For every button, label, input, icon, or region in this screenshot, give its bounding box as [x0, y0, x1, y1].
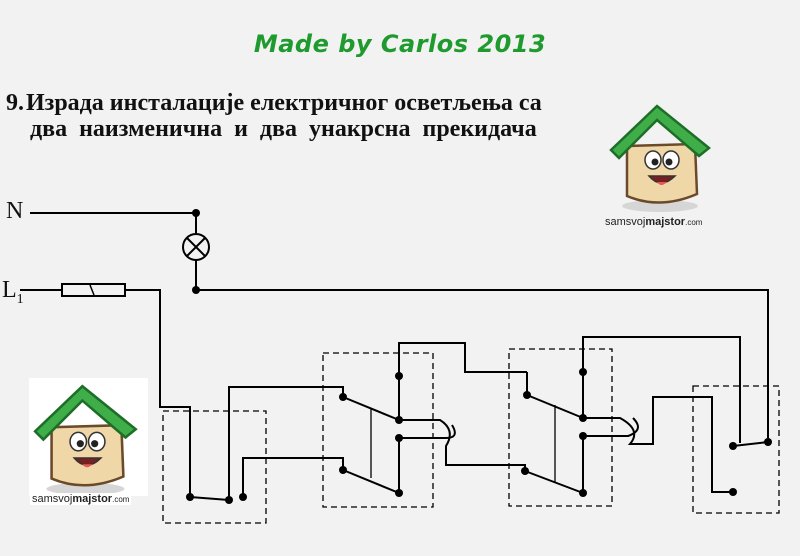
wire-s1-to-x1-bottom — [242, 457, 344, 497]
wire-s1-to-x1-top — [228, 386, 344, 500]
switch-1-lever — [189, 496, 230, 501]
lamp-cross-b — [186, 237, 206, 257]
line-label: L1 — [2, 277, 24, 308]
logo-text-plain: samsvoj — [32, 493, 73, 505]
cross-switch-2-box — [508, 348, 613, 507]
logo-text-suffix: .com — [112, 495, 130, 504]
title-line-2: два наизменична и два унакрсна прекидача — [30, 116, 537, 142]
logo-top-right: samsvojmajstor.com — [605, 98, 720, 233]
x1-contact-b — [342, 469, 400, 494]
cross-switch-1-box — [322, 352, 434, 508]
diagram-title: 9.Израда инсталације електричног осветље… — [6, 90, 606, 142]
wire-x1-to-x2-bottom — [399, 419, 526, 471]
line-label-sub: 1 — [16, 291, 24, 307]
logo-bottom-left: samsvojmajstor.com — [28, 378, 153, 513]
wire-x1-to-x2-top — [398, 342, 527, 376]
junction-dots — [186, 209, 772, 504]
line-label-main: L — [2, 277, 17, 303]
house-mascot-icon — [609, 104, 711, 212]
wire-x2-to-s2-top — [582, 336, 741, 443]
logo-text-bold: majstor — [72, 493, 113, 505]
wire-x1-crossover — [399, 424, 456, 439]
logo-wordmark: samsvojmajstor.com — [30, 493, 132, 505]
neutral-label: N — [6, 198, 24, 224]
lamp-return-wire — [195, 260, 769, 442]
title-number: 9. — [6, 90, 24, 116]
neutral-wire — [30, 212, 197, 233]
logo-text-plain: samsvoj — [605, 216, 646, 228]
logo-text-bold: majstor — [645, 216, 686, 228]
l1-feed-wire — [125, 289, 191, 497]
house-mascot-icon — [29, 378, 153, 500]
title-line-1: Израда инсталације електричног осветљења… — [26, 90, 542, 116]
author-credit: Made by Carlos 2013 — [253, 30, 547, 58]
wire-x2-to-s2-bottom — [583, 396, 733, 493]
switch-2-lever — [732, 441, 769, 447]
logo-wordmark: samsvojmajstor.com — [605, 216, 702, 228]
two-way-switch-1-box — [162, 410, 267, 524]
wire-x2-crossover — [583, 417, 639, 437]
two-way-switch-2-box — [692, 385, 780, 514]
x2-contact-b — [524, 470, 584, 494]
logo-text-suffix: .com — [685, 218, 703, 227]
